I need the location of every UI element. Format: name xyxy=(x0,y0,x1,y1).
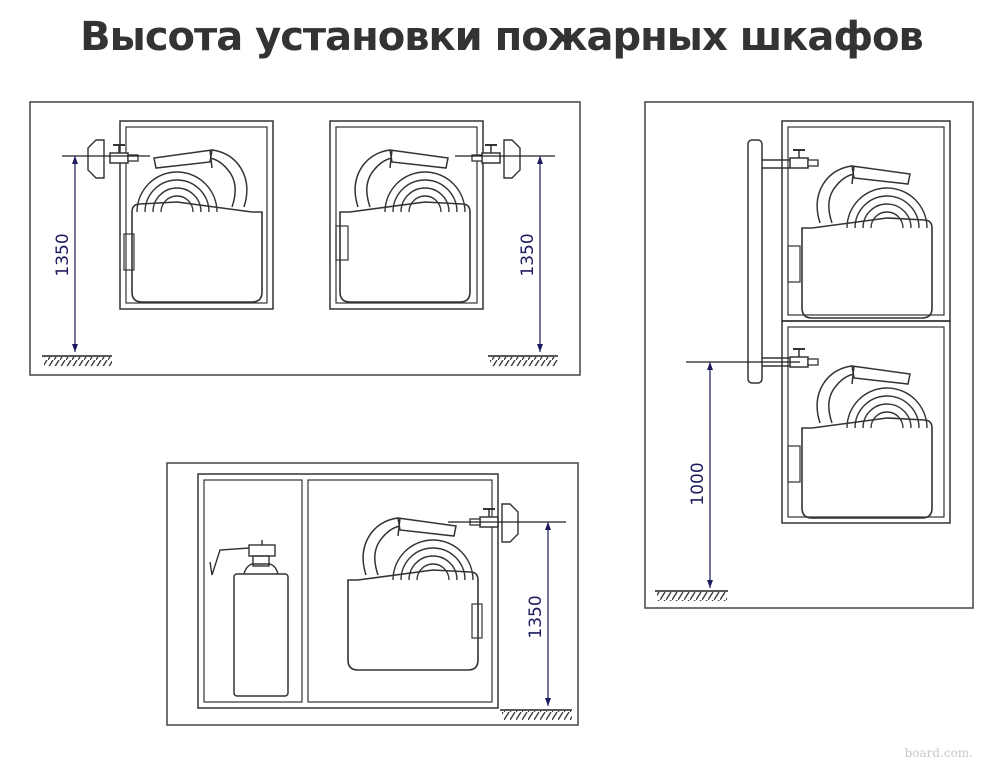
page-title: Высота установки пожарных шкафов xyxy=(80,14,924,60)
panel-right xyxy=(644,101,974,609)
dimension-label-bottom: 1350 xyxy=(526,595,546,638)
fire-extinguisher-icon xyxy=(209,540,289,697)
dimension-label-top-left: 1350 xyxy=(53,233,73,276)
dimension-label-top-middle: 1350 xyxy=(518,233,538,276)
panel-top-left xyxy=(29,101,581,376)
dimension-label-right: 1000 xyxy=(688,462,708,505)
panel-bottom xyxy=(166,462,579,726)
watermark: board.com. xyxy=(904,746,973,760)
